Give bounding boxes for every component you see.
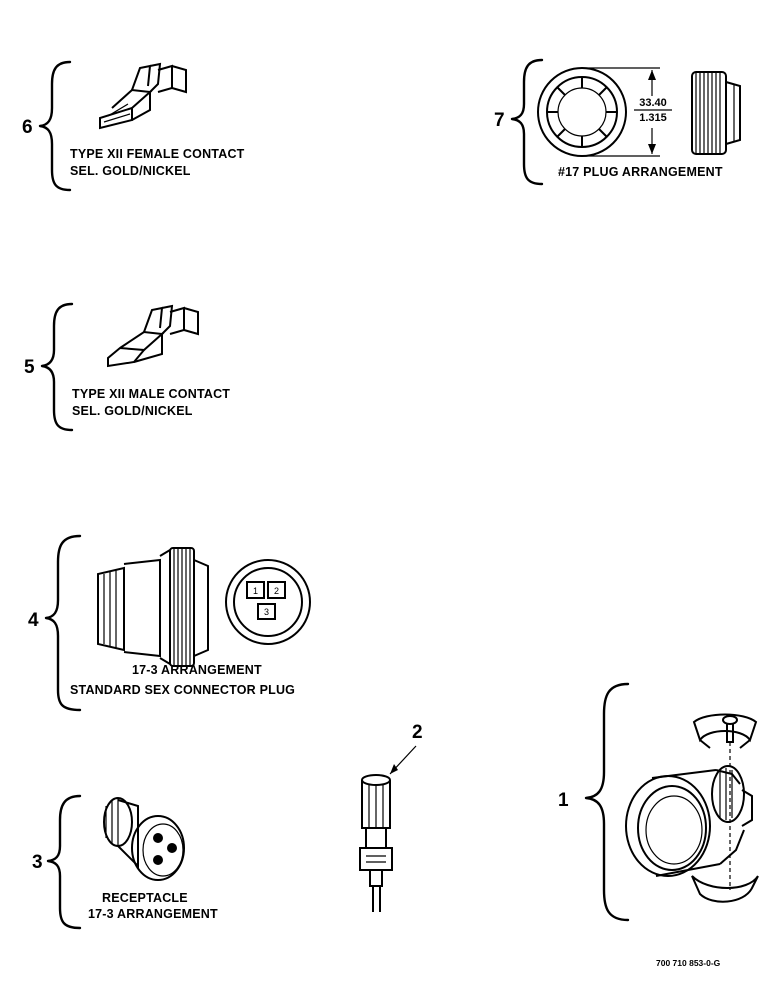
- part-3-brace: [46, 794, 82, 930]
- part-4-caption-line-1: 17-3 ARRANGEMENT: [132, 663, 262, 677]
- pin-label-2: 2: [274, 586, 279, 596]
- dimension-top-value: 33.40: [639, 97, 667, 109]
- dimension-bottom-value: 1.315: [639, 112, 667, 124]
- part-4-brace: [44, 534, 82, 712]
- part-1-brace: [584, 682, 630, 922]
- insertion-tool-drawing: [359, 774, 393, 912]
- part-4-group: 4 1 2 3 17-3 ARRANGEMENT STANDARD SEX CO…: [28, 534, 311, 712]
- part-3-caption-line-2: 17-3 ARRANGEMENT: [88, 907, 218, 921]
- part-1-group: 1: [558, 682, 759, 922]
- plug-side-drawing: [691, 71, 741, 155]
- pin-label-3: 3: [264, 607, 269, 617]
- connector-body-drawing: [625, 765, 753, 877]
- part-7-caption-line-1: #17 PLUG ARRANGEMENT: [558, 165, 723, 179]
- lower-clamp-drawing: [691, 875, 759, 903]
- female-contact-drawing: [99, 62, 187, 130]
- part-6-callout: 6: [22, 117, 33, 138]
- connector-plug-side-drawing: [97, 547, 209, 667]
- part-3-group: 3 RECEPTACLE 17-3 ARRANGEMENT: [32, 794, 218, 930]
- drawing-reference-code: 700 710 853-0-G: [656, 958, 721, 968]
- dimension-marker: [582, 67, 672, 157]
- part-3-callout: 3: [32, 852, 43, 873]
- part-5-group: 5 TYPE XII MALE CONTACT SEL. GOLD/NICKEL: [24, 302, 230, 432]
- pin-label-1: 1: [253, 586, 258, 596]
- part-2-callout: 2: [412, 722, 423, 743]
- plug-face-drawing: [537, 67, 627, 157]
- upper-clamp-drawing: [692, 713, 758, 749]
- part-5-caption-line-1: TYPE XII MALE CONTACT: [72, 387, 230, 401]
- part-2-arrowhead: [390, 764, 398, 774]
- part-7-brace: [510, 58, 544, 186]
- connector-plug-face-drawing: [225, 559, 311, 645]
- part-5-brace: [40, 302, 74, 432]
- part-6-caption-line-1: TYPE XII FEMALE CONTACT: [70, 147, 245, 161]
- part-7-callout: 7: [494, 110, 505, 131]
- receptacle-drawing: [103, 797, 185, 881]
- part-4-caption-line-2: STANDARD SEX CONNECTOR PLUG: [70, 683, 295, 697]
- part-6-brace: [38, 60, 72, 192]
- part-2-group: 2: [359, 722, 423, 912]
- part-7-group: 7 33.40 1.315 #17 PLUG ARRANGEMENT: [494, 58, 741, 186]
- part-6-caption-line-2: SEL. GOLD/NICKEL: [70, 164, 191, 178]
- clamp-screw-drawing: [722, 715, 738, 890]
- part-3-caption-line-1: RECEPTACLE: [102, 891, 188, 905]
- part-6-group: 6 TYPE XII FEMALE CONTACT SEL. GOLD/NICK…: [22, 60, 245, 192]
- part-5-caption-line-2: SEL. GOLD/NICKEL: [72, 404, 193, 418]
- part-5-callout: 5: [24, 357, 35, 378]
- male-contact-drawing: [107, 304, 199, 368]
- part-1-callout: 1: [558, 790, 569, 811]
- part-4-callout: 4: [28, 610, 39, 631]
